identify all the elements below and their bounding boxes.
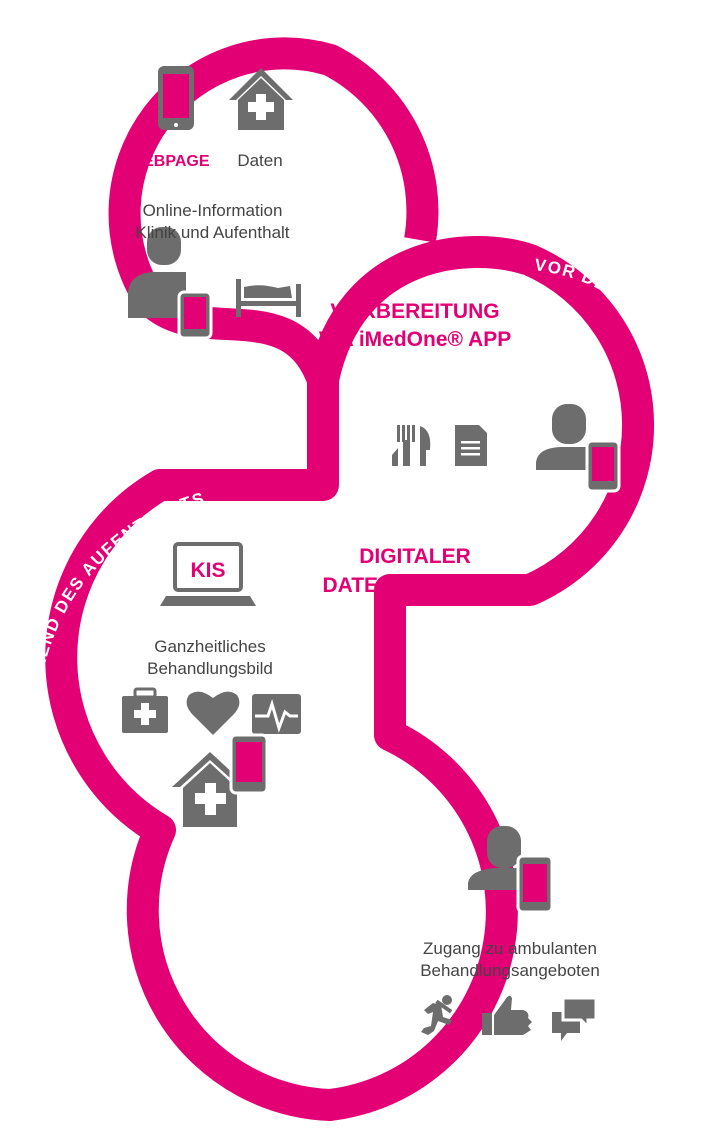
transfer-line2: DATENTRANSFER bbox=[322, 574, 508, 597]
transfer-line1: DIGITALER bbox=[359, 545, 471, 568]
heartbeat-icon bbox=[252, 694, 301, 734]
online-info-line2: Klinik und Aufenthalt bbox=[135, 223, 290, 242]
daten-label: Daten bbox=[237, 151, 283, 170]
person-phone-icon bbox=[536, 404, 621, 493]
journey-band bbox=[45, 37, 655, 1121]
online-info-line1: Online-Information bbox=[142, 201, 283, 220]
cutlery-icon bbox=[392, 425, 431, 466]
running-icon bbox=[421, 995, 453, 1035]
phone-icon bbox=[158, 66, 194, 130]
ambulant-line1: Zugang zu ambulanten bbox=[423, 939, 597, 958]
kis-label: KIS bbox=[190, 559, 226, 582]
clinic-icon bbox=[229, 68, 293, 130]
chat-icon bbox=[552, 996, 598, 1041]
bed-icon bbox=[236, 279, 301, 317]
behandlungsbild-line1: Ganzheitliches bbox=[154, 637, 266, 656]
vorbereitung-line1: VORBEREITUNG bbox=[330, 300, 500, 323]
thumbs-up-icon bbox=[482, 995, 532, 1035]
laptop-icon bbox=[160, 542, 256, 606]
heart-icon bbox=[186, 691, 240, 735]
vorbereitung-line2: VIA iMedOne® APP bbox=[318, 328, 512, 351]
ambulant-line2: Behandlungsangeboten bbox=[420, 961, 600, 980]
webpage-label: WEBPAGE bbox=[128, 153, 210, 170]
person-phone-icon bbox=[128, 227, 213, 340]
person-phone-icon bbox=[468, 826, 554, 914]
behandlungsbild-line2: Behandlungsbild bbox=[147, 659, 273, 678]
document-icon bbox=[455, 425, 487, 466]
first-aid-kit-icon bbox=[122, 687, 168, 733]
clinic-phone-icon bbox=[172, 733, 269, 827]
